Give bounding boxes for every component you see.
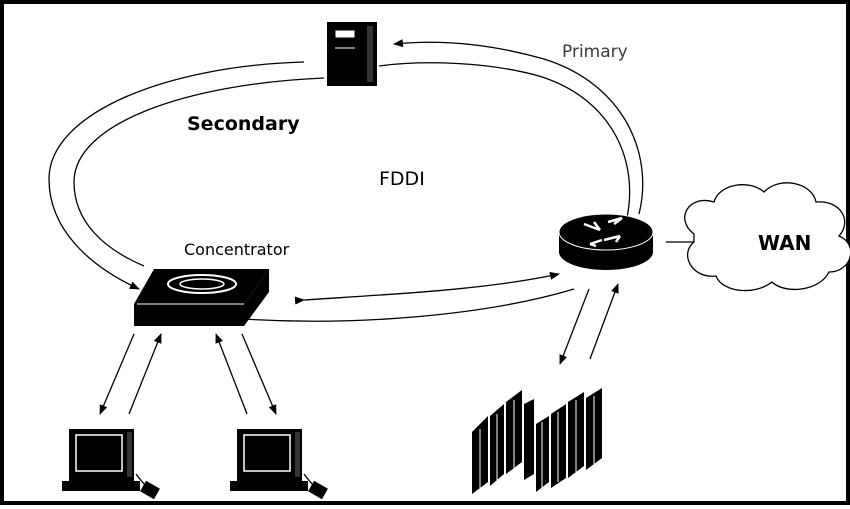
primary-ring-label: Primary	[562, 42, 628, 62]
primary-ring-outer-arc	[393, 39, 644, 215]
conc-ws1-link-down	[99, 333, 135, 415]
router-mainframe-link-down	[559, 288, 590, 365]
ring-bottom-arc-lower	[243, 288, 575, 322]
mainframe-links	[559, 283, 619, 365]
primary-ring-inner-arc	[378, 62, 631, 223]
router-icon	[558, 213, 654, 270]
conc-ws2-link-down	[241, 333, 277, 415]
workstation-links	[99, 333, 277, 415]
fddi-ring	[48, 39, 644, 322]
concentrator-icon	[134, 269, 269, 326]
fddi-ring-label: FDDI	[379, 168, 425, 190]
conc-ws2-link-up	[215, 333, 248, 415]
ring-bottom-arc-upper	[294, 271, 560, 305]
cloud-icon	[684, 182, 850, 292]
server-tower-icon	[327, 22, 377, 86]
concentrator-label: Concentrator	[184, 240, 290, 259]
computer-icon	[62, 429, 160, 500]
mainframe-icon	[472, 388, 602, 494]
computer-icon	[230, 429, 328, 500]
secondary-ring-inner-arc	[73, 77, 325, 267]
wan-label: WAN	[758, 231, 811, 255]
secondary-ring-outer-arc	[48, 61, 305, 290]
secondary-ring-label: Secondary	[187, 113, 300, 135]
fddi-diagram: Primary Secondary FDDI Concentrator WAN	[48, 22, 850, 500]
conc-ws1-link-up	[128, 333, 162, 415]
router-mainframe-link-up	[589, 283, 619, 360]
